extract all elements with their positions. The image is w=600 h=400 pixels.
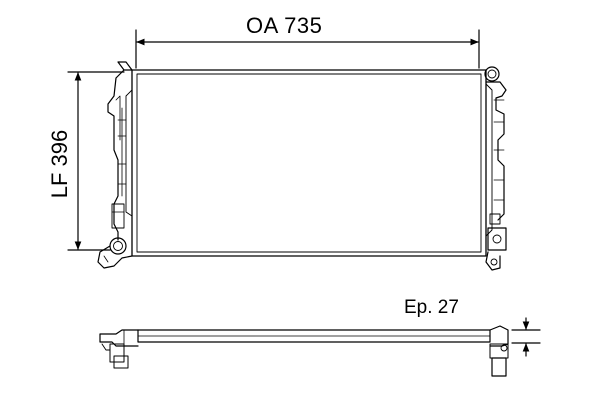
width-dimension-label: OA 735 bbox=[246, 13, 323, 38]
left-tank bbox=[97, 61, 133, 269]
side-view bbox=[99, 325, 509, 377]
width-dimension bbox=[135, 29, 480, 69]
depth-dimension bbox=[511, 317, 541, 357]
depth-dimension-label: Ep. 27 bbox=[404, 297, 459, 318]
radiator-core bbox=[131, 69, 487, 257]
height-dimension-label: LF 396 bbox=[47, 129, 72, 199]
height-dimension bbox=[67, 71, 125, 251]
right-tank bbox=[484, 66, 507, 271]
